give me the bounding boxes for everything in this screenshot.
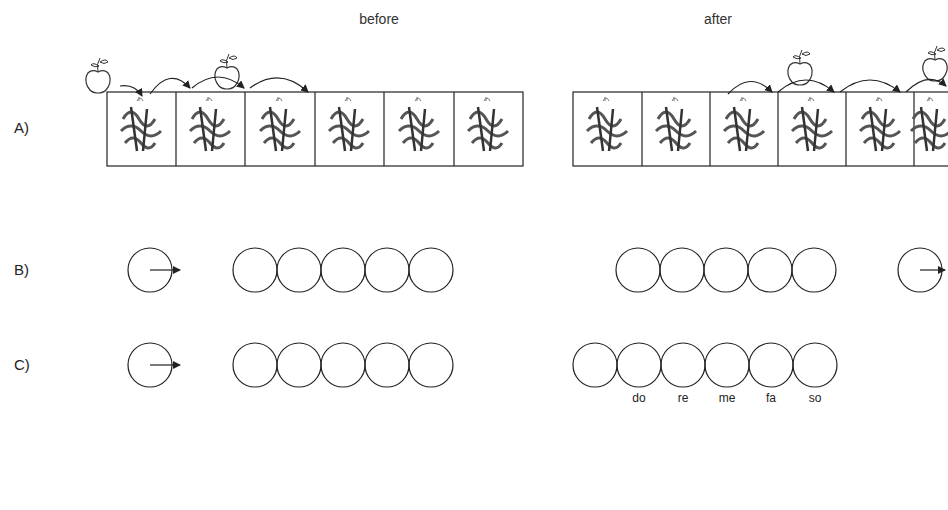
ribosome-circles: [128, 248, 942, 387]
note-name: do: [632, 392, 645, 405]
note-name: me: [719, 392, 736, 405]
row-letter: B): [14, 262, 29, 279]
apples: [86, 46, 947, 93]
note-name: so: [809, 392, 822, 405]
hop-arrows: [120, 77, 946, 96]
protein-strip: [107, 92, 948, 166]
panel-heading: before: [359, 12, 399, 27]
motion-arrows: [150, 270, 945, 365]
row-letter: A): [14, 120, 29, 137]
protein-structures: [121, 97, 948, 151]
note-name: re: [678, 392, 689, 405]
note-name: fa: [766, 392, 776, 405]
panel-heading: after: [704, 12, 732, 27]
row-letter: C): [14, 357, 30, 374]
